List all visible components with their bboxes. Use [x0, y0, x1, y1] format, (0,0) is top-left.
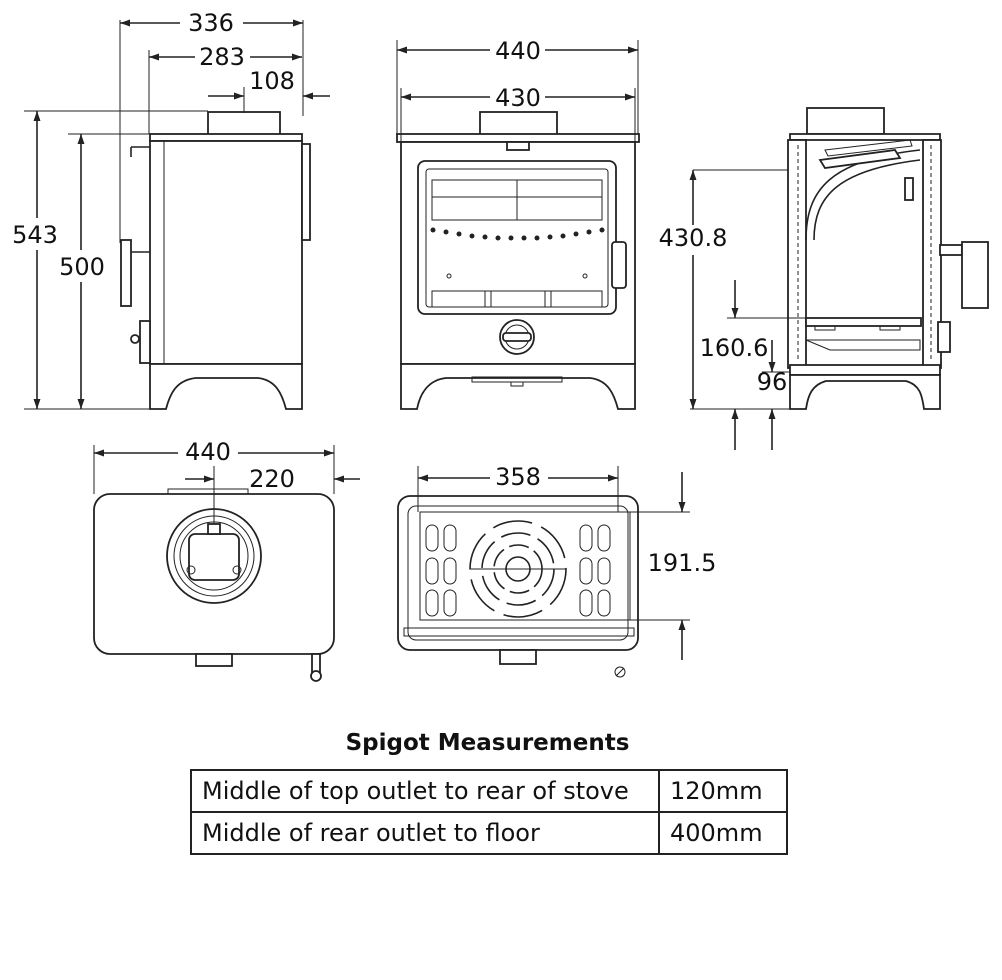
dim-plan-inner-width: 358 — [495, 463, 541, 491]
row-value: 400mm — [658, 811, 788, 855]
dim-section-base-height: 96 — [757, 368, 788, 396]
dim-top-half-width: 220 — [249, 465, 295, 493]
spigot-table: Middle of top outlet to rear of stove 12… — [190, 769, 788, 855]
dim-front-overall-width: 440 — [495, 37, 541, 65]
side-view: 336 283 108 543 500 — [12, 9, 330, 410]
row-label: Middle of rear outlet to floor — [190, 811, 660, 855]
dim-section-flue-height: 430.8 — [659, 224, 728, 252]
dim-section-intermediate-height: 160.6 — [700, 334, 769, 362]
row-label: Middle of top outlet to rear of stove — [190, 769, 660, 813]
dim-side-flue-offset: 108 — [249, 67, 295, 95]
dim-top-width: 440 — [185, 438, 231, 466]
table-row: Middle of top outlet to rear of stove 12… — [190, 769, 788, 813]
section-view: 430.8 160.6 96 — [659, 107, 989, 450]
front-view: 440 430 — [396, 37, 640, 410]
dim-side-body-depth: 283 — [199, 43, 245, 71]
airwash-holes — [430, 227, 605, 241]
spigot-table-title: Spigot Measurements — [345, 730, 630, 756]
grate-slots-left — [425, 524, 457, 617]
dim-front-body-width: 430 — [495, 84, 541, 112]
dim-side-body-height: 500 — [59, 253, 105, 281]
dim-plan-inner-depth: 191.5 — [648, 549, 717, 577]
dim-side-overall-height: 543 — [12, 221, 58, 249]
grate-slots-right — [579, 524, 611, 617]
dim-side-overall-depth: 336 — [188, 9, 234, 37]
table-row: Middle of rear outlet to floor 400mm — [190, 811, 788, 855]
plan-section-view: 358 191.5 — [397, 463, 717, 678]
top-view: 440 220 — [93, 438, 360, 682]
row-value: 120mm — [658, 769, 788, 813]
